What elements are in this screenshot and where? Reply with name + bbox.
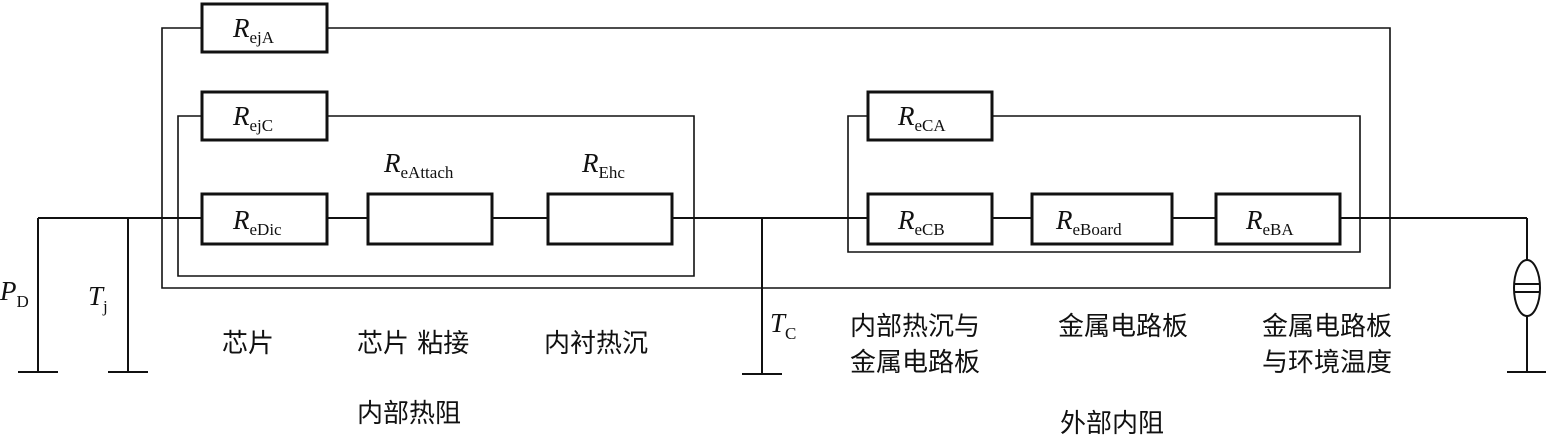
- label-eAttach: ReAttach: [383, 148, 454, 182]
- label-ejA: RejA: [232, 13, 275, 47]
- label-tj: Tj: [88, 281, 108, 316]
- resistor-eAttach: [366, 192, 494, 246]
- caption-external-resistance: 外部内阻: [1060, 409, 1164, 437]
- eCA-loop-left: [847, 115, 868, 218]
- caption-internal-resistance: 内部热阻: [357, 399, 461, 429]
- caption-chip: 芯片: [222, 329, 274, 359]
- label-eCA: ReCA: [897, 101, 946, 135]
- label-eCB: ReCB: [897, 205, 945, 239]
- resistor-Ehc: [546, 192, 674, 246]
- ejC-loop-left: [177, 115, 202, 218]
- caption-liner-heatsink: 内衬热沉: [544, 329, 648, 359]
- ejA-loop-left: [161, 27, 202, 218]
- caption-metal-board: 金属电路板: [1058, 312, 1188, 342]
- resistor-ejC: [200, 90, 329, 142]
- label-Ehc: REhc: [581, 148, 625, 182]
- resistor-ejA: [200, 2, 329, 54]
- ejC-loop-right: [177, 115, 695, 277]
- label-eDic: ReDic: [232, 205, 282, 239]
- caption-chip-attach: 芯片 粘接: [357, 329, 469, 359]
- label-tc: TC: [770, 308, 796, 343]
- label-eBoard: ReBoard: [1055, 205, 1122, 239]
- resistor-eBoard: [1030, 192, 1174, 246]
- label-pd: PD: [0, 276, 29, 311]
- resistor-eBA: [1214, 192, 1342, 246]
- ejA-loop-right: [161, 27, 1391, 289]
- label-ejC: RejC: [232, 101, 273, 135]
- caption-board-ambient-2: 与环境温度: [1262, 348, 1392, 378]
- caption-heatsink-board-2: 金属电路板: [850, 348, 980, 378]
- resistor-eDic: [200, 192, 329, 246]
- caption-board-ambient-1: 金属电路板: [1262, 312, 1392, 342]
- resistor-eCB: [866, 192, 994, 246]
- resistor-eCA: [866, 90, 994, 142]
- eCA-loop-right: [847, 115, 1361, 253]
- caption-heatsink-board-1: 内部热沉与: [850, 312, 980, 342]
- source-icon: [1513, 259, 1541, 317]
- label-eBA: ReBA: [1245, 205, 1294, 239]
